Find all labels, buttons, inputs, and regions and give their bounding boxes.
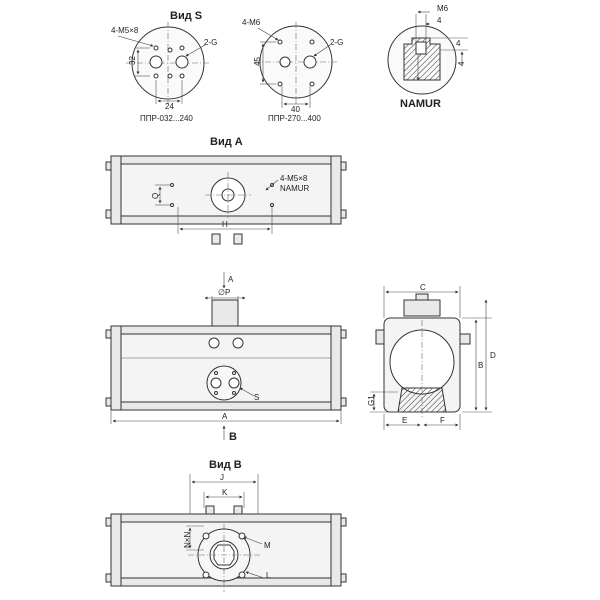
namur-title: NAMUR (400, 98, 441, 110)
flange-large-port: 2-G (330, 38, 343, 47)
side-dim-b: B (478, 361, 483, 370)
namur-dim-top: 4 (437, 16, 442, 25)
bottom-dim-j: J (220, 473, 224, 482)
flange-large-dim-vertical: 45 (253, 57, 262, 66)
front-view: A ∅P S A B (105, 272, 347, 443)
view-a-title: Вид А (210, 136, 243, 148)
bottom-dim-l: L (266, 571, 271, 580)
side-dim-e: E (402, 416, 407, 425)
view-s-title: Вид S (170, 10, 202, 22)
top-namur: NAMUR (280, 184, 310, 193)
front-label-s: S (254, 393, 259, 402)
bottom-dim-nn: N×N (183, 532, 192, 548)
namur-dim-side: 4 (457, 61, 466, 66)
top-holes: 4-M5×8 (280, 174, 308, 183)
side-dim-c: C (420, 283, 426, 292)
top-dim-q: Q (151, 193, 160, 199)
flange-small-view: Вид S 4-M5×8 2-G 32 24 ППР-032...240 (111, 10, 217, 123)
front-arrow-bottom: B (229, 431, 237, 443)
bottom-dim-k: K (222, 488, 228, 497)
flange-small-dim-vertical: 32 (128, 56, 137, 65)
side-dim-f: F (440, 416, 445, 425)
namur-detail: M6 4 4 4 NAMUR (387, 4, 468, 110)
flange-large-caption: ППР-270...400 (268, 114, 321, 123)
flange-large-dim-horizontal: 40 (291, 105, 300, 114)
side-view: C D B G1 E F (367, 283, 496, 430)
bottom-view: Вид В J K N×N M L (105, 459, 347, 592)
flange-small-holes: 4-M5×8 (111, 26, 139, 35)
front-dim-p: ∅P (218, 288, 230, 297)
front-arrow-top: A (228, 275, 234, 284)
flange-small-port: 2-G (204, 38, 217, 47)
flange-large-view: 4-M6 2-G 45 40 ППР-270...400 (242, 18, 343, 123)
namur-dim-mid: 4 (456, 39, 461, 48)
namur-thread: M6 (437, 4, 449, 13)
bottom-dim-m: M (264, 541, 271, 550)
top-dim-h: H (222, 220, 228, 229)
flange-small-caption: ППР-032...240 (140, 114, 193, 123)
view-b-title: Вид В (209, 459, 242, 471)
side-dim-d: D (490, 351, 496, 360)
flange-small-dim-horizontal: 24 (165, 102, 174, 111)
front-dim-a: A (222, 412, 228, 421)
top-view: Вид А Q H 4-M5×8 NAMUR (105, 136, 347, 245)
side-dim-g1: G1 (367, 395, 376, 406)
flange-large-holes: 4-M6 (242, 18, 261, 27)
